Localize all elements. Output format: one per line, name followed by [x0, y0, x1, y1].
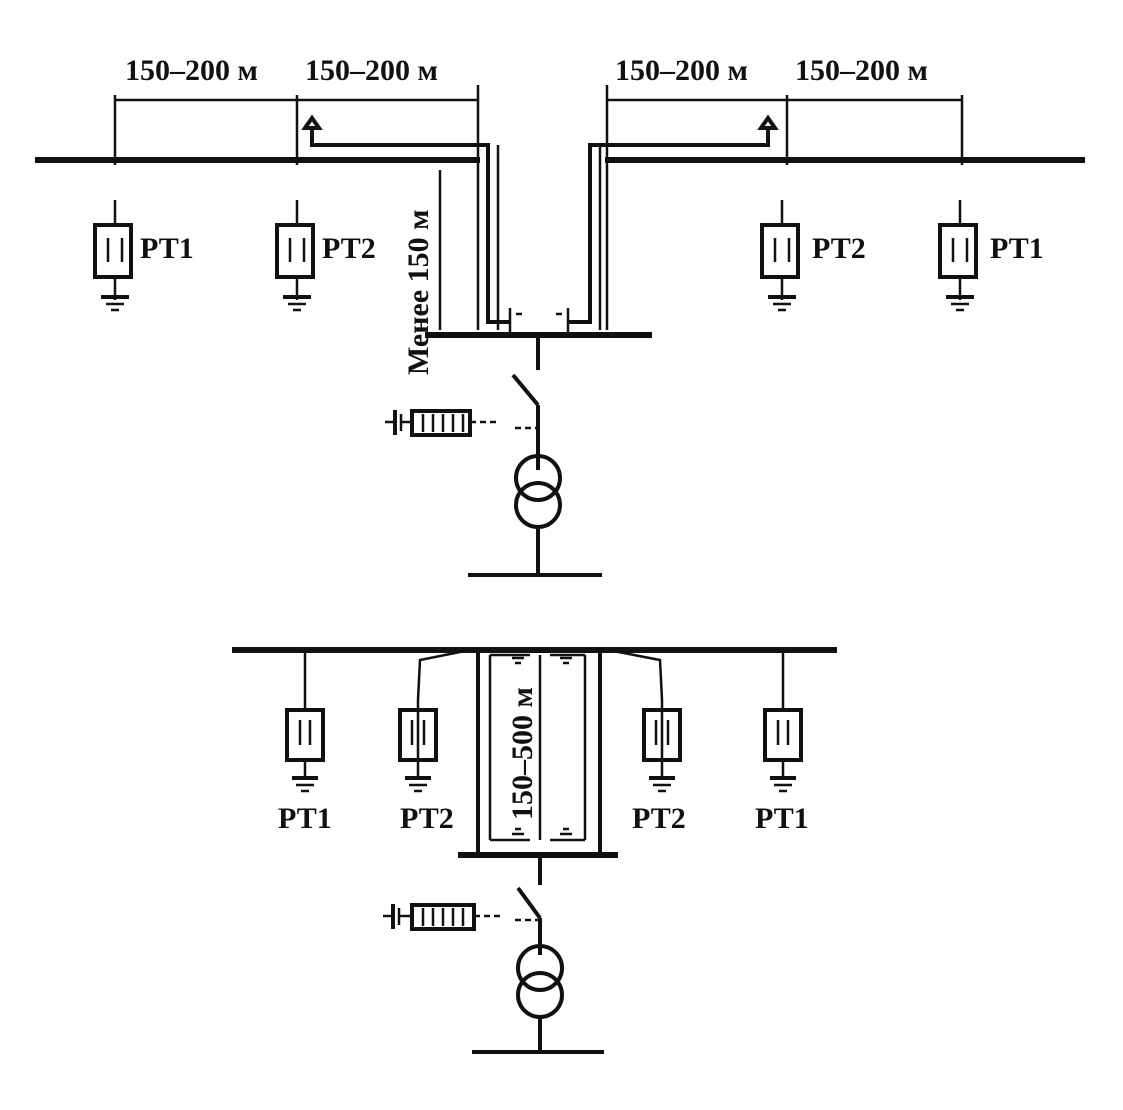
vertical-dim-label-top: Менее 150 м [402, 209, 435, 375]
label-top-pt1-right: РТ1 [990, 232, 1044, 265]
label-bottom-pt2-left: РТ2 [400, 802, 454, 835]
label-top-pt2-right: РТ2 [812, 232, 866, 265]
arrester-top-left-1 [93, 200, 133, 312]
arrester-top-right-2 [760, 200, 800, 312]
arrester-bottom-right-2 [607, 648, 682, 793]
label-top-pt1-left: РТ1 [140, 232, 194, 265]
vertical-dim-label-bottom: 150–500 м [506, 687, 539, 820]
valve-arrester-bottom [383, 903, 540, 931]
valve-arrester-top [385, 409, 538, 437]
label-bottom-pt2-right: РТ2 [632, 802, 686, 835]
dim-label-left-1: 150–200 м [125, 54, 258, 87]
arrester-bottom-left-1 [285, 650, 325, 793]
dim-label-right-1: 150–200 м [615, 54, 748, 87]
bottom-scheme: РТ1 РТ2 РТ2 [232, 647, 837, 1054]
dimension-right [605, 85, 964, 330]
arrester-top-right-1 [938, 200, 978, 312]
arrester-bottom-left-2 [398, 648, 471, 793]
label-top-pt2-left: РТ2 [322, 232, 376, 265]
arrester-top-left-2 [275, 200, 315, 312]
cable-right [556, 114, 779, 335]
label-bottom-pt1-right: РТ1 [755, 802, 809, 835]
dimension-left [113, 85, 480, 330]
transformer-bottom [472, 944, 604, 1054]
label-bottom-pt1-left: РТ1 [278, 802, 332, 835]
bottom-disconnector [516, 886, 542, 920]
cable-left [301, 114, 522, 335]
dim-label-left-2: 150–200 м [305, 54, 438, 87]
top-scheme: 150–200 м 150–200 м 150–200 м 150–200 м … [35, 54, 1085, 577]
dim-label-right-2: 150–200 м [795, 54, 928, 87]
cable-section-bottom [476, 650, 602, 855]
top-disconnector [511, 373, 540, 407]
transformer-top [468, 454, 602, 577]
arrester-bottom-right-1 [763, 650, 803, 793]
